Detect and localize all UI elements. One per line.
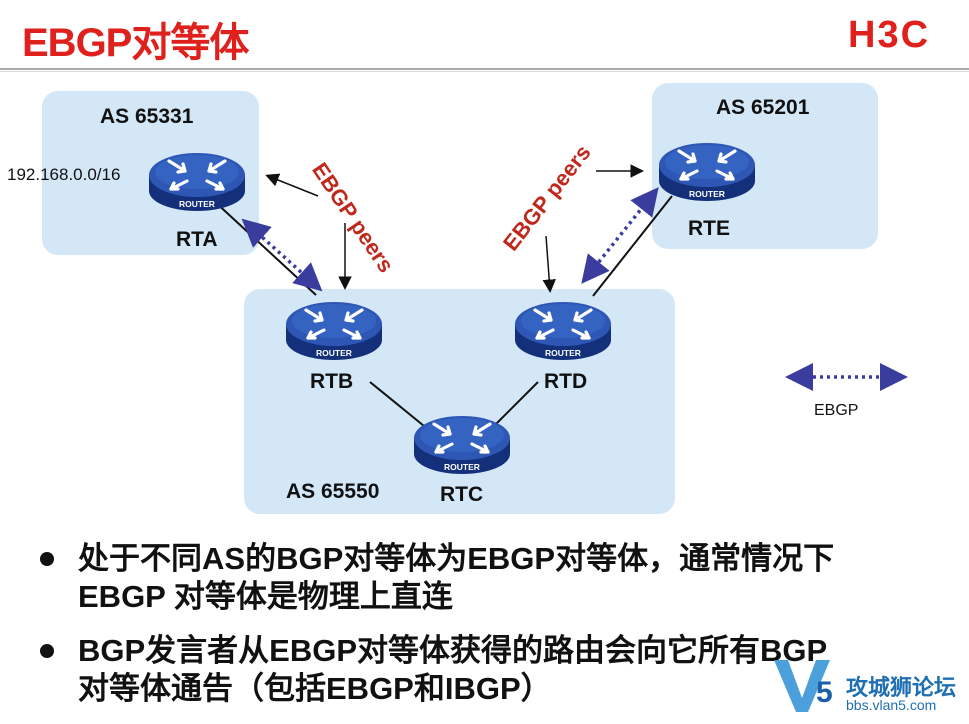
bullet-dot bbox=[40, 552, 54, 566]
bullet-item: 处于不同AS的BGP对等体为EBGP对等体，通常情况下 EBGP 对等体是物理上… bbox=[40, 540, 940, 616]
ebgp-session-rtd-rte bbox=[581, 187, 659, 284]
bullet-dot bbox=[40, 644, 54, 658]
bullet-2-line-2: 对等体通告（包括EBGP和IBGP） bbox=[78, 671, 552, 706]
pointer-to-rtd bbox=[542, 235, 556, 293]
router-rtb-icon: ROUTER bbox=[284, 296, 384, 369]
router-rta-icon: ROUTER bbox=[147, 147, 247, 220]
link-rtd-rte bbox=[592, 195, 673, 297]
router-rta-label: RTA bbox=[176, 228, 218, 251]
h3c-logo: H3C bbox=[848, 14, 960, 59]
router-rte-label: RTE bbox=[688, 217, 730, 240]
logo-text: H3C bbox=[848, 14, 930, 54]
bullet-item: BGP发言者从EBGP对等体获得的路由会向它所有BGP 对等体通告（包括EBGP… bbox=[40, 632, 940, 708]
title-divider bbox=[0, 68, 969, 70]
router-icon-text: ROUTER bbox=[316, 348, 352, 358]
router-rtc-label: RTC bbox=[440, 483, 484, 506]
slide-title: EBGP对等体 bbox=[22, 21, 249, 65]
as-65331-label: AS 65331 bbox=[100, 105, 194, 128]
network-prefix-label: 192.168.0.0/16 bbox=[7, 165, 121, 184]
bullet-1-line-2: EBGP 对等体是物理上直连 bbox=[78, 579, 453, 614]
pointer-to-rta bbox=[265, 173, 319, 197]
link-rtc-rtd bbox=[495, 381, 539, 425]
bullet-2-line-1: BGP发言者从EBGP对等体获得的路由会向它所有BGP bbox=[78, 633, 828, 668]
as-65550-label: AS 65550 bbox=[286, 480, 380, 503]
router-icon-text: ROUTER bbox=[444, 462, 480, 472]
watermark-url: bbs.vlan5.com bbox=[846, 697, 937, 713]
bullet-1-line-1: 处于不同AS的BGP对等体为EBGP对等体，通常情况下 bbox=[78, 541, 835, 576]
router-rte-icon: ROUTER bbox=[657, 137, 757, 210]
router-icon-text: ROUTER bbox=[179, 199, 215, 209]
bullet-list: 处于不同AS的BGP对等体为EBGP对等体，通常情况下 EBGP 对等体是物理上… bbox=[40, 540, 940, 724]
ebgp-session-rta-rtb bbox=[241, 218, 323, 292]
as-65201-label: AS 65201 bbox=[716, 96, 810, 119]
svg-text:5: 5 bbox=[816, 676, 833, 709]
router-rtd-icon: ROUTER bbox=[513, 296, 613, 369]
watermark-title: 攻城狮论坛 bbox=[846, 675, 957, 700]
title-divider-light bbox=[0, 71, 969, 72]
router-rtc-icon: ROUTER bbox=[412, 410, 512, 483]
router-icon-text: ROUTER bbox=[689, 189, 725, 199]
router-icon-text: ROUTER bbox=[545, 348, 581, 358]
watermark-logo-icon: 5 bbox=[772, 654, 844, 721]
link-rtb-rtc bbox=[369, 381, 425, 427]
router-rtd-label: RTD bbox=[544, 370, 588, 393]
legend-ebgp-label: EBGP bbox=[814, 402, 859, 419]
router-rtb-label: RTB bbox=[310, 370, 354, 393]
